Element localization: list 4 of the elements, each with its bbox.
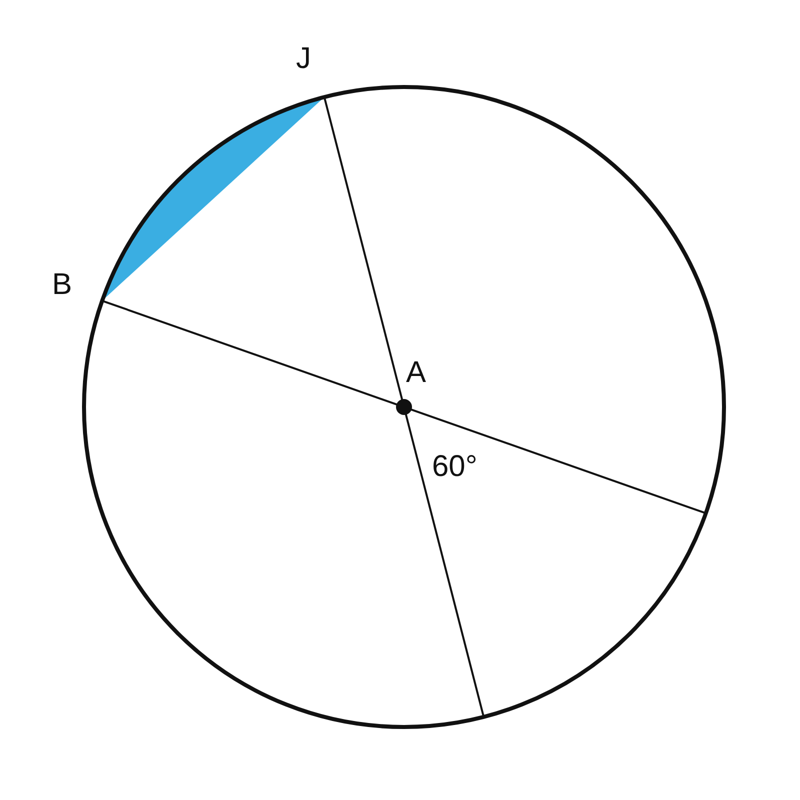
point-label: B [52, 270, 72, 300]
point-label: J [296, 44, 311, 74]
point-label: A [406, 358, 426, 388]
angle-label: 60° [432, 452, 478, 482]
